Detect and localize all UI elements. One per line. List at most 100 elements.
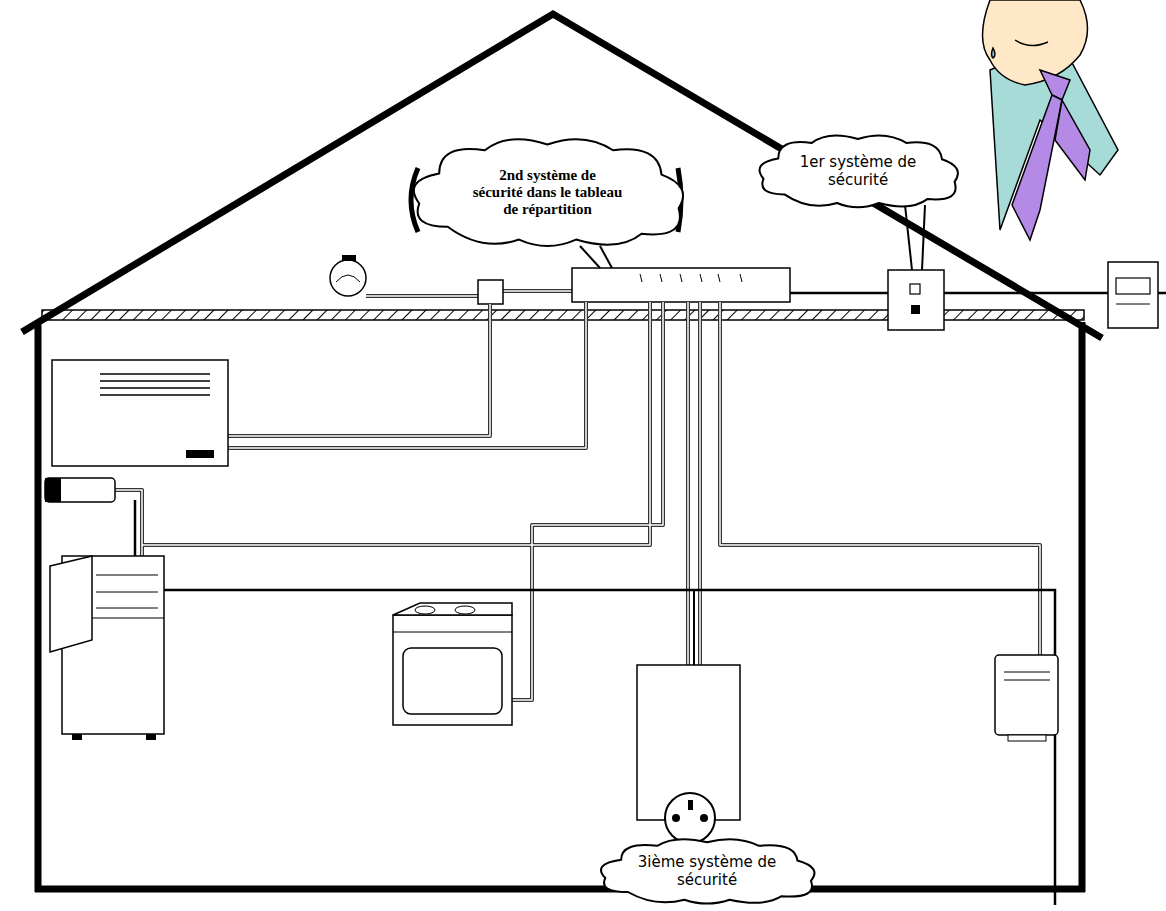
- callout-cloud: 2nd système de sécurité dans le tableau …: [405, 134, 690, 250]
- grille-line: [100, 373, 210, 375]
- socket-earth: [688, 800, 693, 810]
- cable: [366, 291, 572, 296]
- cloud-shape: [601, 839, 814, 903]
- cable-outer: [698, 302, 702, 665]
- socket-pin: [700, 814, 708, 822]
- cable-inner: [720, 302, 1040, 655]
- callout-text: 2nd système de sécurité dans le tableau …: [473, 167, 623, 218]
- cable-outer: [512, 302, 663, 700]
- cable-outer-set: [115, 302, 1040, 700]
- left-wall: [35, 322, 42, 892]
- fridge-foot: [72, 734, 82, 740]
- cartoon-tie: [1012, 95, 1062, 240]
- callout-pointer: [580, 246, 600, 268]
- cartoon-face: [983, 0, 1088, 85]
- shelf: [96, 592, 158, 593]
- cloud-text-group: 3ième système de sécurité: [637, 853, 777, 889]
- cable-outer: [228, 302, 586, 448]
- wall-light-base: [45, 478, 61, 502]
- stove: [393, 615, 512, 725]
- wall-heater: [52, 360, 228, 466]
- breaker-mark: [660, 274, 662, 282]
- cable-outer: [686, 302, 690, 665]
- heater-grille: [100, 374, 210, 395]
- callout-text: 1er système de sécurité: [793, 153, 923, 189]
- cartoon-sweat: [992, 48, 996, 58]
- wall-light: [45, 478, 115, 502]
- junction-box: [478, 280, 503, 304]
- breaker-mark: [700, 274, 702, 282]
- cartoon-mouth: [1015, 40, 1048, 46]
- cable-inner: [366, 295, 478, 297]
- oven-door: [403, 648, 502, 714]
- hob: [415, 606, 435, 614]
- right-wall: [1079, 322, 1086, 892]
- earth-wire: [135, 500, 1055, 905]
- cable-inner: [512, 302, 663, 700]
- board-breakers: [640, 274, 742, 282]
- shelf: [96, 608, 158, 609]
- callout-pointer: [600, 246, 612, 268]
- grille-line: [100, 394, 210, 396]
- hob: [455, 606, 475, 614]
- electric-meter: [1108, 262, 1158, 328]
- cables: [115, 302, 1040, 700]
- callout-cloud: 3ième système de sécurité: [594, 836, 820, 906]
- fridge-shelves: [96, 575, 158, 608]
- breaker-mark: [680, 274, 682, 282]
- breaker-switch: [910, 284, 920, 294]
- cable-inner: [115, 490, 142, 545]
- floor: [35, 886, 1085, 893]
- cartoon-tie-end: [1055, 100, 1090, 180]
- distribution-board: [572, 268, 790, 302]
- callout-cloud: 1er système de sécurité: [753, 132, 963, 210]
- heater-base: [1008, 735, 1046, 741]
- breaker-mark: [640, 274, 642, 282]
- cartoon-man: [983, 0, 1119, 240]
- cable-outer: [720, 302, 1040, 655]
- fridge-foot: [146, 734, 156, 740]
- heater-control: [186, 450, 214, 458]
- socket-pin: [672, 814, 680, 822]
- lamp-mount: [342, 255, 356, 261]
- ceiling-lamp: [330, 260, 366, 296]
- shelf: [96, 575, 158, 576]
- grille-line: [100, 380, 210, 382]
- heater-line: [1004, 680, 1050, 681]
- cable-outer: [503, 289, 572, 293]
- cable-outer: [115, 490, 142, 545]
- stove-panel: [393, 632, 512, 633]
- wall-socket: [665, 793, 715, 843]
- cable-inner: [503, 290, 572, 292]
- lamp-detail: [336, 275, 360, 282]
- callout-pointer: [922, 205, 925, 270]
- water-heater: [995, 655, 1058, 735]
- breaker-mark: [740, 274, 742, 282]
- cable-inner: [699, 302, 701, 665]
- cable-inner: [687, 302, 689, 665]
- fridge-door: [50, 556, 92, 652]
- cloud-text-group: 1er système de sécurité: [793, 153, 923, 189]
- cable-outer: [366, 294, 478, 298]
- cartoon-tie: [1040, 70, 1070, 100]
- main-breaker: [888, 270, 944, 330]
- stove-top: [393, 603, 512, 615]
- roof: [22, 14, 1102, 338]
- cable-outer: [228, 304, 490, 436]
- cable-inner: [228, 302, 586, 448]
- breaker-mark: [718, 274, 720, 282]
- cable-inner: [228, 304, 490, 436]
- cable-inner-set: [115, 302, 1040, 700]
- cloud-text-group: 2nd système de sécurité dans le tableau …: [473, 167, 623, 218]
- grille-line: [100, 387, 210, 389]
- heater-line: [1004, 672, 1050, 673]
- meter-window: [1116, 278, 1150, 294]
- cloud-shape: [760, 136, 958, 208]
- callout-pointer: [905, 205, 912, 270]
- meter-line: [1116, 304, 1150, 305]
- cloud-shape: [414, 139, 683, 246]
- breaker-button: [911, 305, 920, 314]
- callout-text: 3ième système de sécurité: [637, 853, 777, 889]
